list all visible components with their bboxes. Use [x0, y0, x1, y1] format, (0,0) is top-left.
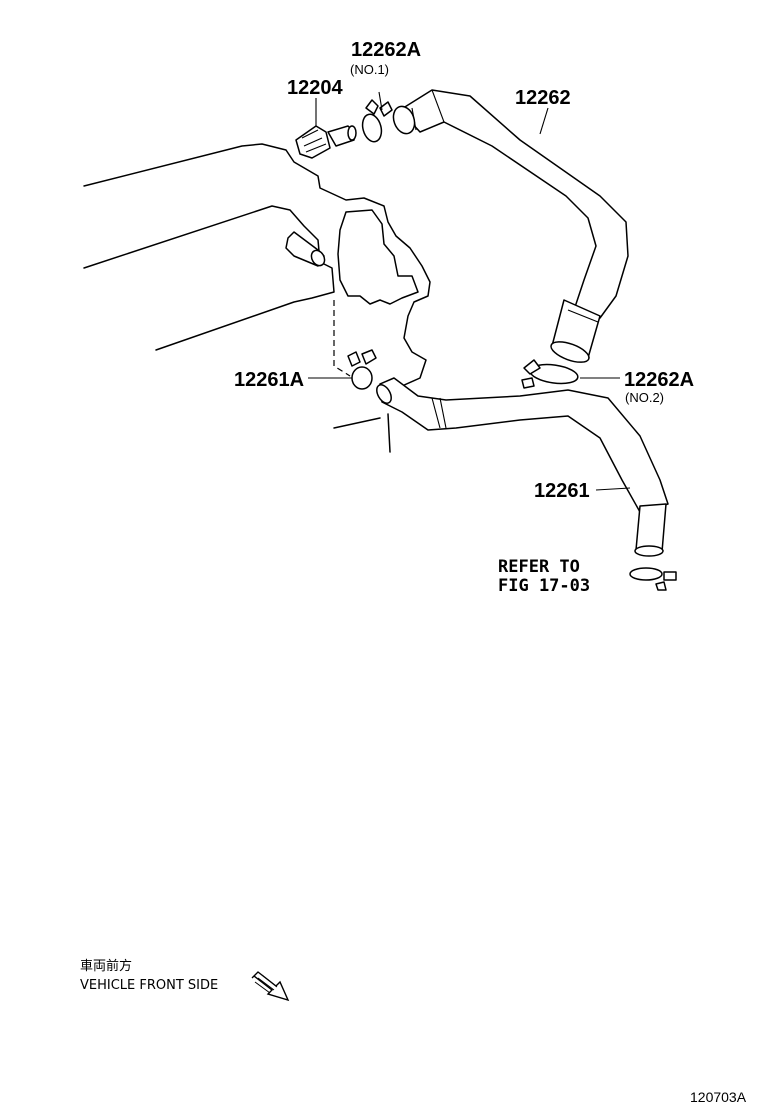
callout-12261A: 12261A: [234, 369, 304, 391]
callout-12262A-no1-note: (NO.1): [350, 62, 389, 77]
figure-id: 120703A: [690, 1089, 747, 1105]
callout-12262: 12262: [515, 87, 571, 109]
hose-clip-no1: [361, 99, 393, 143]
callout-12262A-no1: 12262A: [351, 39, 421, 61]
callout-12204: 12204: [287, 77, 343, 99]
legend-japanese: 車両前方: [80, 958, 132, 974]
hose-clip-reference: [629, 567, 677, 591]
callout-12261: 12261: [534, 480, 590, 502]
hose-clip-no2: [521, 359, 579, 389]
leader-lines: [308, 91, 631, 491]
engine-block-outline: [83, 143, 431, 453]
reference-line-1: REFER TO: [498, 557, 580, 577]
legend-english: VEHICLE FRONT SIDE: [80, 978, 218, 993]
pcv-valve-12204: [295, 125, 357, 159]
callout-12262A-no2: 12262A: [624, 369, 694, 391]
reference-line-2: FIG 17-03: [498, 576, 590, 596]
direction-arrow-icon: [251, 971, 290, 1002]
ventilation-hose-12261: [376, 377, 669, 557]
hose-clip-12261A: [347, 349, 377, 390]
callout-12262A-no2-note: (NO.2): [625, 390, 664, 405]
ventilation-hose-12262: [392, 89, 629, 363]
